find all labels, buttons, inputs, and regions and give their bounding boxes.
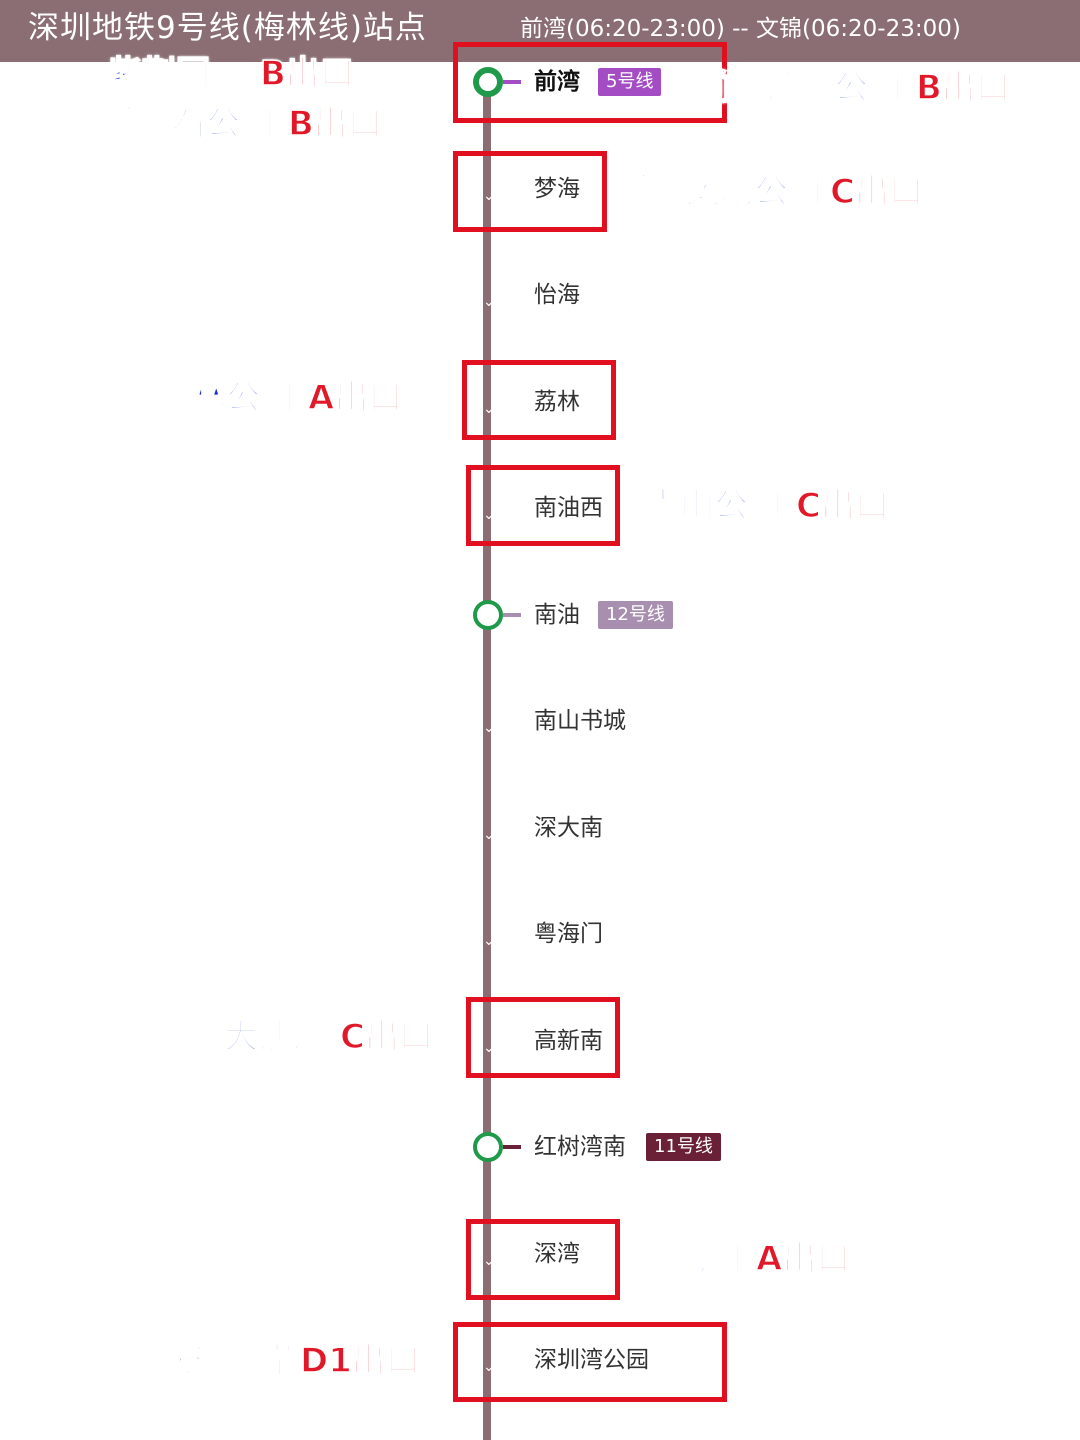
annotation-exit: B出口 [259, 53, 354, 95]
annotation-exit: A出口 [307, 377, 403, 419]
station-tick-icon: ⌄ [483, 720, 495, 736]
station-tick-icon: ⌄ [483, 1040, 495, 1056]
highlight-box-shenwan [466, 1219, 620, 1300]
station-row: ⌄ 深湾 [0, 1224, 1080, 1284]
station-name: 前湾 [534, 69, 580, 95]
station-name: 红树湾南 [534, 1134, 626, 1160]
annotation-haiyunyuan: 海韵园 A出口 [639, 1237, 851, 1281]
annotation-lilin-park: 荔林公园 A出口 [157, 376, 403, 420]
station-name: 深湾 [534, 1241, 580, 1267]
station-name: 怡海 [534, 282, 580, 308]
annotation-place: 欢乐海岸 [157, 1340, 295, 1382]
station-row: ⌄ 深圳湾公园 [0, 1330, 1080, 1390]
station-row: ⌄ 怡海 [0, 265, 1080, 325]
interchange-ring-icon [473, 600, 503, 630]
annotation-zijingyuan: 紫荆园 B出口 [107, 52, 354, 96]
station-tick-icon: ⌄ [483, 1359, 495, 1375]
highlight-box-gaoxinnan [466, 997, 620, 1078]
header-bar: 深圳地铁9号线(梅林线)站点 前湾(06:20-23:00) -- 文锦(06:… [0, 0, 1080, 62]
page-title: 深圳地铁9号线(梅林线)站点 [28, 10, 427, 46]
station-tick-icon: ⌄ [483, 188, 495, 204]
transfer-line-badge: 12号线 [598, 601, 673, 629]
annotation-exit: C出口 [829, 171, 923, 213]
station-name: 深圳湾公园 [534, 1347, 649, 1373]
transfer-connector [503, 1145, 521, 1149]
highlight-box-lilin [462, 360, 616, 440]
annotation-place: 荔林公园 [157, 377, 295, 419]
station-row: ⌄ 荔林 [0, 372, 1080, 432]
station-name: 南山书城 [534, 708, 626, 734]
station-name: 高新南 [534, 1028, 603, 1054]
station-row: ⌄ 南山书城 [0, 691, 1080, 751]
station-name: 粤海门 [534, 921, 603, 947]
annotation-exit: B出口 [287, 103, 382, 145]
station-name: 南油 [534, 602, 580, 628]
station-tick-icon: ⌄ [483, 294, 495, 310]
annotation-exit: A出口 [755, 1238, 851, 1280]
interchange-ring-icon [473, 1132, 503, 1162]
annotation-nanshan-park: 南山公园 C出口 [645, 484, 889, 528]
station-row: ⌄ 梦海 [0, 159, 1080, 219]
annotation-place: 前海演艺公园 [697, 67, 903, 109]
station-name: 深大南 [534, 815, 603, 841]
station-name: 荔林 [534, 389, 580, 415]
annotation-place: 海韵园 [639, 1238, 743, 1280]
station-tick-icon: ⌄ [483, 401, 495, 417]
station-row: ⌄ 粤海门 [0, 904, 1080, 964]
annotation-qianhai-shi: 前海石公园 B出口 [103, 102, 382, 146]
station-row: ⌄ 南油西 [0, 478, 1080, 538]
annotation-exit: C出口 [795, 485, 889, 527]
annotation-place: 大沙河 [223, 1016, 327, 1058]
station-tick-icon: ⌄ [483, 507, 495, 523]
line-track [483, 80, 491, 1440]
highlight-box-nanyouxi [466, 465, 620, 546]
station-row: 南油 12号线 [0, 585, 1080, 645]
highlight-box-shenzhenwan-park [453, 1322, 727, 1402]
annotation-qianhai-yanyi: 前海演艺公园 B出口 [697, 66, 1010, 110]
operating-hours: 前湾(06:20-23:00) -- 文锦(06:20-23:00) [520, 16, 961, 42]
annotation-exit: C出口 [339, 1016, 433, 1058]
transfer-connector [503, 80, 521, 84]
station-tick-icon: ⌄ [483, 933, 495, 949]
annotation-place: 紫荆园 [107, 53, 211, 95]
annotation-exit: D1出口 [299, 1340, 420, 1382]
station-tick-icon: ⌄ [483, 1253, 495, 1269]
transfer-line-badge: 5号线 [598, 68, 662, 96]
annotation-exit: B出口 [915, 67, 1010, 109]
highlight-box-menghai [453, 151, 607, 232]
highlight-box-qianwan [453, 42, 727, 123]
station-name: 南油西 [534, 495, 603, 521]
transfer-line-badge: 11号线 [646, 1133, 721, 1161]
annotation-place: 前海石公园 [103, 103, 275, 145]
station-row: ⌄ 深大南 [0, 798, 1080, 858]
station-name: 梦海 [534, 176, 580, 202]
station-row: 前湾 5号线 [0, 52, 1080, 112]
station-row: ⌄ 高新南 [0, 1011, 1080, 1071]
annotation-dashahe: 大沙河 C出口 [223, 1015, 433, 1059]
annotation-place: 前海运动公园 [617, 171, 823, 213]
annotation-place: 南山公园 [645, 485, 783, 527]
interchange-ring-icon [473, 67, 503, 97]
station-tick-icon: ⌄ [483, 827, 495, 843]
station-row: 红树湾南 11号线 [0, 1117, 1080, 1177]
transfer-connector [503, 613, 521, 617]
